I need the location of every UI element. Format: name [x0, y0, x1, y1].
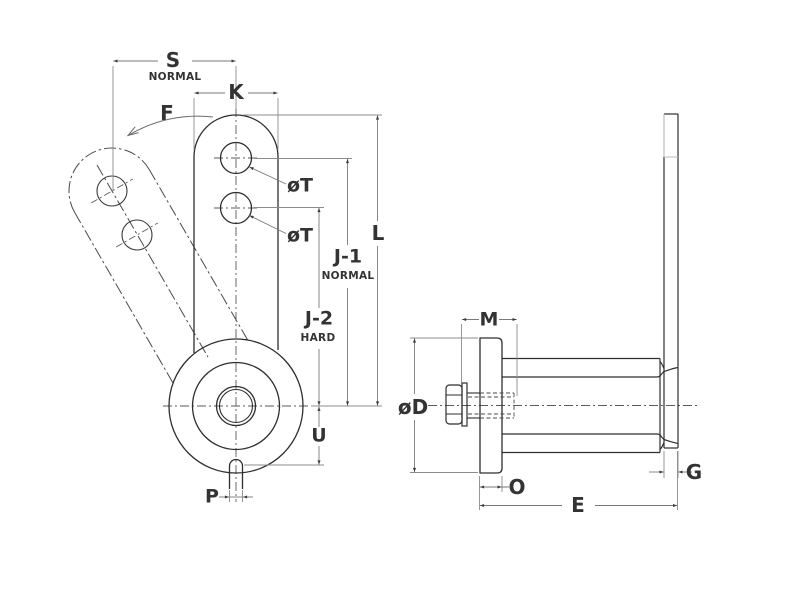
side-bushing-pin: [502, 357, 679, 454]
side-plate: [663, 113, 679, 449]
dim-label-e: E: [571, 493, 585, 517]
dim-label-l: L: [371, 221, 385, 245]
dim-label-d: øD: [397, 395, 429, 419]
dim-qualifier-j2: HARD: [300, 331, 336, 344]
dim-qualifier-j1: NORMAL: [321, 269, 375, 282]
front-view-centerlines: [163, 108, 311, 502]
side-bolt: [445, 382, 515, 427]
dim-label-u: U: [311, 424, 327, 447]
side-view-dimension-lines: [412, 317, 692, 508]
phantom-link-outline: [68, 147, 249, 384]
phantom-link-hole-crosshairs: [90, 178, 159, 248]
dim-label-s: S: [165, 48, 181, 72]
dim-label-t-lower: øT: [286, 224, 314, 247]
roller-outline: [168, 338, 304, 489]
side-view-extension-lines: [410, 324, 679, 510]
dim-label-t-upper: øT: [286, 174, 314, 197]
bolt-hidden-thread-lines: [468, 392, 515, 419]
front-view-dimension-lines: [113, 59, 380, 499]
dim-label-f: F: [160, 101, 174, 125]
dim-label-k: K: [228, 80, 244, 104]
front-view-extension-lines: [112, 66, 382, 502]
dim-label-m: M: [479, 308, 499, 331]
phantom-link-holes: [96, 175, 153, 251]
dim-label-g: G: [685, 460, 703, 484]
link-plate-outline: [193, 114, 279, 353]
dim-label-j2: J-2: [304, 307, 334, 330]
dim-label-j1: J-1: [333, 245, 363, 268]
side-roller-disc: [479, 337, 503, 474]
f-swing-leader: [126, 115, 214, 137]
dim-label-o: O: [508, 475, 526, 499]
dim-label-p: P: [205, 485, 219, 508]
dim-qualifier-s: NORMAL: [148, 70, 202, 83]
